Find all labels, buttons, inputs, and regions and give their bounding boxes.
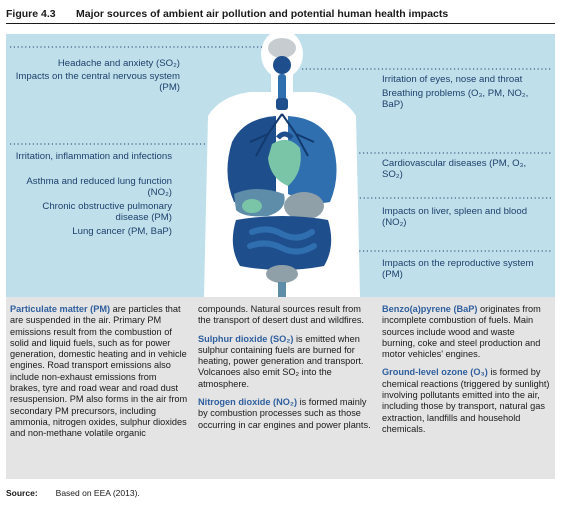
figure-number: Figure 4.3 [6, 7, 56, 20]
heart [268, 139, 301, 186]
aorta [276, 131, 294, 140]
small-intestine [247, 226, 317, 255]
bap-text: originates from incomplete combustion of… [382, 304, 541, 360]
effect-cardiovascular: Cardiovascular diseases (PM, O₃, SO₂) [382, 158, 527, 181]
diagram-panel: Headache and anxiety (SO₂) Impacts on th… [6, 34, 555, 297]
larynx [276, 98, 288, 110]
bap-term: Benzo(a)pyrene (BaP) [382, 304, 478, 314]
brain [268, 38, 296, 58]
effect-asthma: Asthma and reduced lung function (NO₂) [26, 176, 172, 199]
effect-lung-cancer: Lung cancer (PM, BaP) [72, 226, 172, 237]
o3-term: Ground-level ozone (O₃) [382, 367, 488, 378]
so2-description: Sulphur dioxide (SO₂) is emitted when su… [198, 334, 376, 390]
no2-description: Nitrogen dioxide (NO₂) is formed mainly … [198, 397, 376, 431]
lung-right [288, 116, 337, 203]
o3-text: is formed by chemical reactions (trigger… [382, 367, 550, 434]
no2-text: is formed mainly by combustion processes… [198, 397, 371, 430]
no2-term: Nitrogen dioxide (NO₂) [198, 397, 298, 408]
sinus-throat [273, 56, 291, 74]
info-column-1: Particulate matter (PM) are particles th… [10, 304, 188, 447]
source-text: Based on EEA (2013). [55, 488, 140, 498]
figure-header: Figure 4.3 Major sources of ambient air … [6, 4, 555, 24]
source-note: Source: Based on EEA (2013). [6, 488, 140, 498]
source-label: Source: [6, 488, 38, 498]
large-intestine [232, 216, 332, 270]
gallbladder [242, 199, 262, 213]
effect-cns: Impacts on the central nervous system (P… [15, 71, 180, 94]
effect-headache: Headache and anxiety (SO₂) [57, 58, 180, 69]
effect-copd: Chronic obstructive pulmonary disease (P… [42, 201, 172, 224]
pm-description: Particulate matter (PM) are particles th… [10, 304, 188, 440]
effect-breathing: Breathing problems (O₃, PM, NO₂, BaP) [382, 88, 529, 111]
effect-eyes: Irritation of eyes, nose and throat [382, 74, 523, 85]
lung-left [227, 116, 276, 203]
pm-text: are particles that are suspended in the … [10, 304, 188, 439]
body-diagram [10, 34, 551, 297]
effect-liver: Impacts on liver, spleen and blood (NO₂) [382, 206, 528, 229]
info-column-3: Benzo(a)pyrene (BaP) originates from inc… [382, 304, 550, 442]
trachea [278, 74, 286, 102]
so2-term: Sulphur dioxide (SO₂) [198, 333, 294, 344]
effect-irritation: Irritation, inflammation and infections [15, 151, 172, 162]
effect-reproductive: Impacts on the reproductive system (PM) [382, 258, 534, 281]
pm-term: Particulate matter (PM) [10, 304, 111, 314]
bronchi [249, 113, 315, 157]
so2-text: is emitted when sulphur containing fuels… [198, 333, 364, 389]
o3-description: Ground-level ozone (O₃) is formed by che… [382, 367, 550, 435]
urethra [278, 282, 286, 297]
bladder [266, 265, 298, 283]
info-column-2: compounds. Natural sources result from t… [198, 304, 376, 438]
figure-title: Major sources of ambient air pollution a… [76, 7, 449, 20]
stomach [284, 192, 324, 220]
pollutant-info: Particulate matter (PM) are particles th… [6, 297, 555, 479]
pm-continued: compounds. Natural sources result from t… [198, 304, 364, 326]
bap-description: Benzo(a)pyrene (BaP) originates from inc… [382, 304, 550, 360]
